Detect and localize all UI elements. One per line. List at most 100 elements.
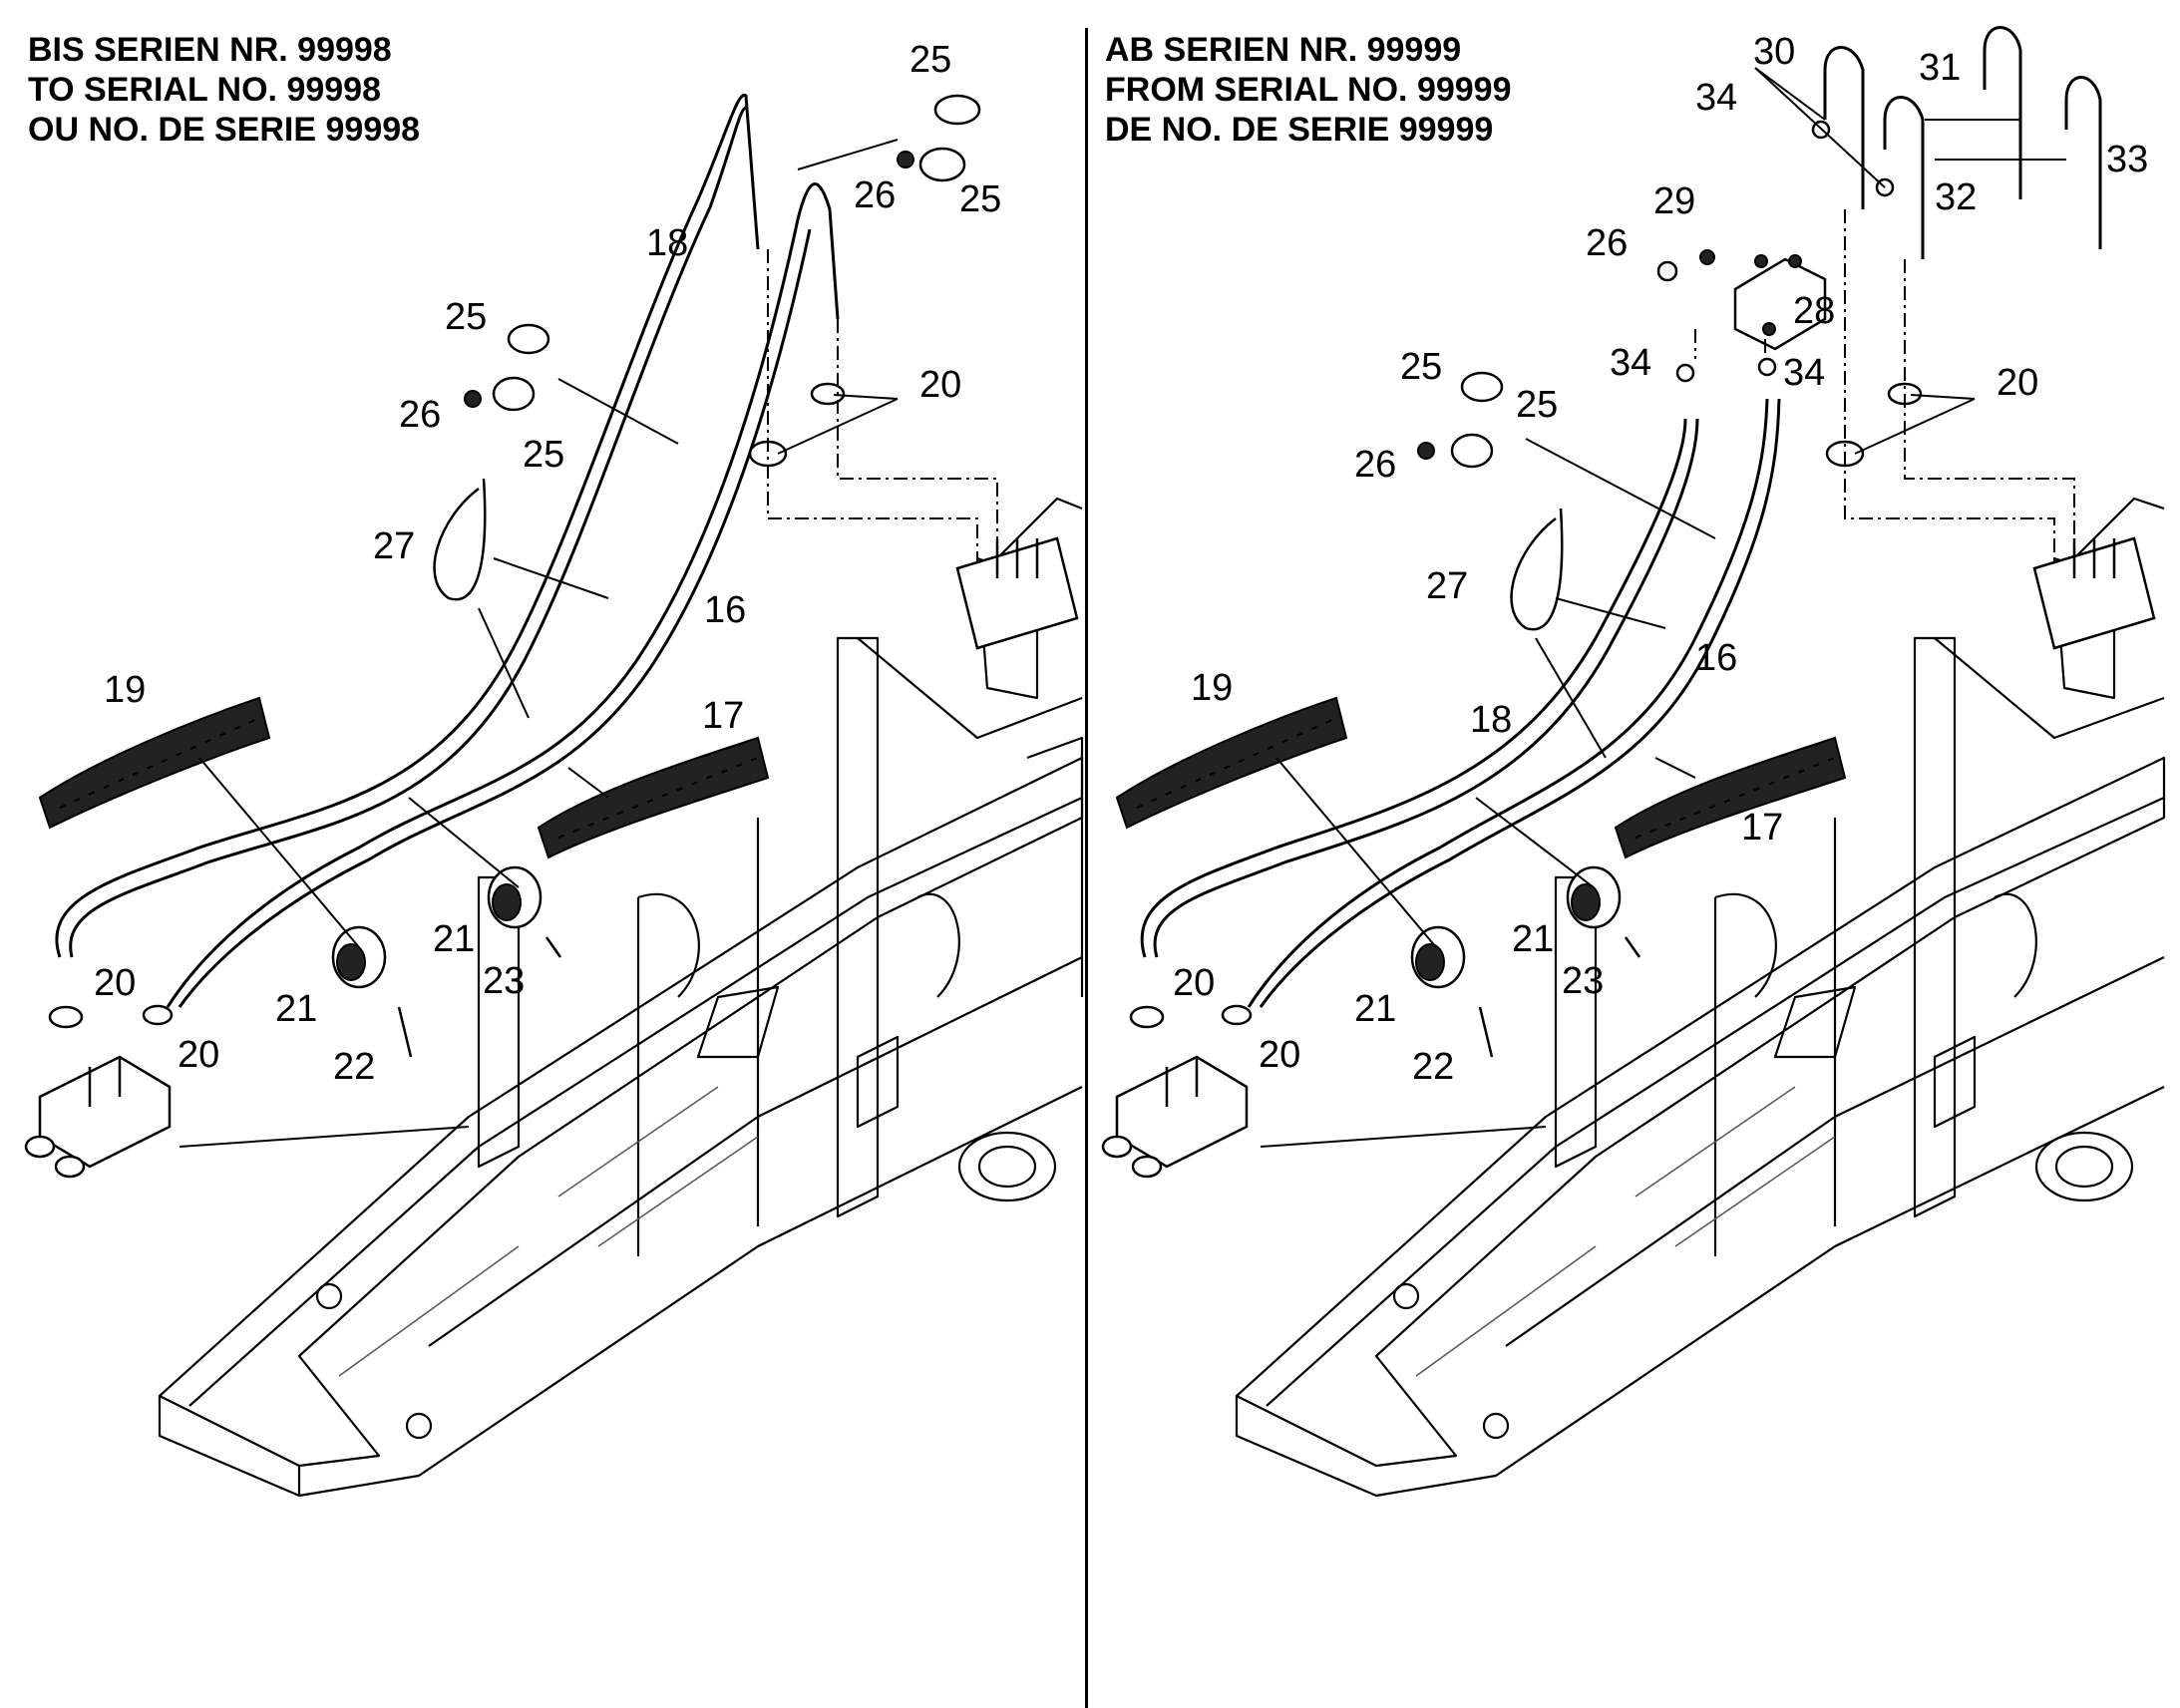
callout-number: 21 [433, 918, 475, 960]
callout-number: 22 [333, 1046, 375, 1088]
callout-number: 29 [1653, 180, 1695, 222]
callout-number: 34 [1695, 77, 1737, 119]
hose-16 [166, 182, 840, 1008]
callout-number: 31 [1919, 47, 1961, 89]
heading-line-english: FROM SERIAL NO. 99999 [1105, 71, 1512, 109]
grommet-21-left [1410, 925, 1466, 989]
callout-number: 20 [178, 1034, 219, 1076]
cable-tie-27 [1510, 508, 1564, 631]
cable-tie-27 [433, 478, 487, 601]
callout-number: 20 [919, 364, 961, 406]
callout-number: 26 [1354, 444, 1396, 486]
callout-number: 25 [1400, 346, 1442, 388]
callout-number: 25 [1516, 384, 1558, 426]
callout-number: 25 [445, 296, 487, 338]
callout-number: 17 [702, 695, 744, 737]
hose-18 [1140, 418, 1687, 958]
screw-23 [1624, 936, 1641, 958]
callout-number: 16 [1695, 637, 1737, 679]
callout-number: 26 [854, 174, 896, 216]
conduit-17 [537, 736, 770, 859]
routing-line [837, 319, 998, 548]
valve-block-left [24, 1055, 172, 1179]
callout-number: 27 [373, 525, 415, 567]
conduit-19 [1115, 696, 1348, 830]
nut-26 [1656, 260, 1678, 282]
callout-number: 21 [275, 988, 317, 1030]
routing-line [767, 249, 978, 558]
heading-line-german: BIS SERIEN NR. 99998 [28, 31, 392, 69]
washer-29 [1699, 249, 1715, 265]
valve-block-28 [1733, 254, 1827, 351]
hose-30 [1823, 46, 1865, 209]
callout-number: 26 [1586, 222, 1628, 264]
hose-clamp-20 [1129, 1005, 1165, 1029]
callout-number: 18 [646, 222, 688, 264]
callout-number: 32 [1935, 176, 1977, 218]
callout-number: 25 [523, 434, 564, 476]
clamp-25-group-middle [464, 323, 550, 412]
manifold-right [2032, 536, 2156, 650]
callout-number: 21 [1512, 918, 1554, 960]
callout-number: 27 [1426, 565, 1468, 607]
callout-number: 18 [1470, 699, 1512, 741]
grommet-21-right [1566, 865, 1622, 929]
callout-number: 20 [1997, 362, 2038, 404]
serial-range-heading-right: AB SERIEN NR. 99999 FROM SERIAL NO. 9999… [1105, 30, 1512, 150]
callout-number: 23 [483, 960, 525, 1002]
conduit-19 [38, 696, 271, 830]
fitting-34 [1757, 357, 1777, 377]
callout-number: 20 [1173, 962, 1215, 1004]
callout-number: 30 [1753, 31, 1795, 73]
conduit-17 [1614, 736, 1847, 859]
routing-line [1904, 259, 2075, 548]
callout-number: 21 [1354, 988, 1396, 1030]
callout-number: 16 [704, 589, 746, 631]
hose-31 [1983, 26, 2022, 199]
hose-18-inner [1153, 418, 1699, 958]
serial-range-heading-left: BIS SERIEN NR. 99998 TO SERIAL NO. 99998… [28, 30, 420, 150]
callout-number: 33 [2106, 139, 2148, 180]
manifold-left [955, 536, 1079, 650]
hose-clamp-20 [810, 382, 846, 406]
grommet-21-left [331, 925, 387, 989]
callout-number: 23 [1562, 960, 1604, 1002]
grommet-21-right [487, 865, 543, 929]
chassis-frame [1235, 497, 2166, 1498]
heading-line-french: DE NO. DE SERIE 99999 [1105, 111, 1494, 149]
routing-line [1844, 209, 2055, 558]
hose-clamp-20 [1221, 1004, 1253, 1026]
panel-divider [1085, 28, 1088, 1708]
hose-18-inner [69, 106, 747, 958]
leader-lines-left [179, 139, 899, 1148]
clamp-25-group-upper [897, 94, 981, 182]
clamp-25-group [1417, 371, 1504, 469]
callout-number: 34 [1783, 352, 1825, 394]
callout-number: 17 [1741, 807, 1783, 849]
callout-number: 20 [94, 962, 136, 1004]
hose-16 [1247, 398, 1769, 1008]
callout-number: 25 [959, 178, 1001, 220]
callout-number: 19 [104, 669, 146, 711]
callout-number: 20 [1259, 1034, 1300, 1076]
hose-clamp-20 [142, 1004, 174, 1026]
routing-line [1694, 329, 1766, 359]
heading-line-english: TO SERIAL NO. 99998 [28, 71, 381, 109]
callout-number: 19 [1191, 667, 1233, 709]
screw-22 [397, 1006, 413, 1058]
callout-number: 25 [909, 39, 951, 81]
callout-number: 26 [399, 394, 441, 436]
left-exploded-view: 25 26 25 18 25 26 25 20 27 16 19 17 21 2… [24, 39, 1084, 1498]
hose-16-inner [1259, 398, 1781, 1008]
screw-22 [1478, 1006, 1494, 1058]
hose-16-inner [178, 228, 812, 1008]
heading-line-german: AB SERIEN NR. 99999 [1105, 31, 1462, 69]
hose-18 [55, 93, 760, 958]
hose-32 [1883, 96, 1925, 259]
callout-number: 22 [1412, 1046, 1454, 1088]
heading-line-french: OU NO. DE SERIE 99998 [28, 111, 421, 149]
screw-23 [545, 936, 562, 958]
callout-number: 28 [1793, 290, 1835, 332]
